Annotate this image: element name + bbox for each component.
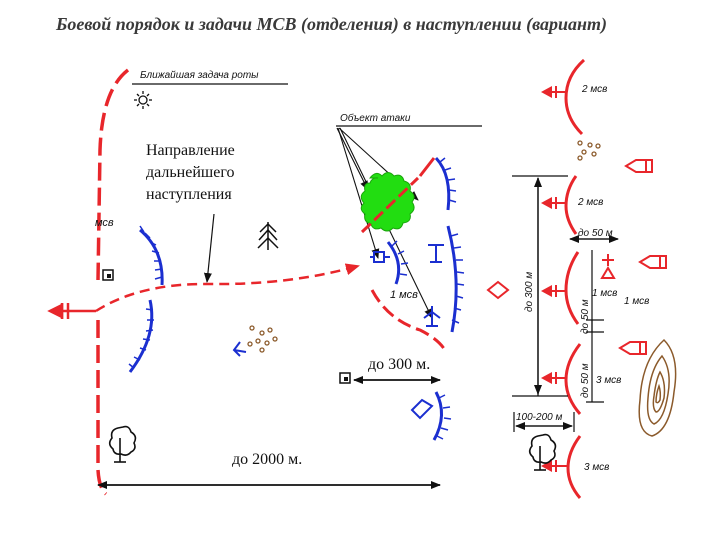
callout-line-3: наступления [146,186,232,203]
attack-direction-tip [418,157,436,177]
callout-line-2: дальнейшего [146,164,235,181]
msv2-label: 2 мсв [577,197,603,208]
callout-box: Направление дальнейшего наступления [140,132,296,214]
dist-50-vertical-measure-1 [586,250,604,333]
enemy-trench-center-mid [446,225,465,333]
attack-direction-line [360,176,420,234]
pine-tree-icon [257,222,279,250]
sun-landmark-icon [134,91,152,109]
enemy-tank-icon [410,398,434,420]
advance-direction-line [95,263,360,313]
terrain-dots-right [577,140,601,161]
nearest-task-label: Ближайшая задача роты [140,70,259,81]
enemy-gun-icon [423,306,441,327]
enemy-trench-left-upper [139,225,164,286]
do-50-vertical-label-2: до 50 м [580,363,591,398]
squad-bracket-1msv [541,251,580,325]
dist-50-vertical-measure-2 [586,319,604,403]
enemy-trench-center-left [386,240,409,285]
bmp-icon-3 [618,341,647,355]
squad-bracket-3msv-b [541,435,582,499]
width-100-200-measure [513,412,575,432]
bmp-icon-1 [624,159,653,173]
squad-bracket-2msv-top [541,58,586,136]
terrain-dots-left [247,325,278,353]
hill-contour-icon [638,338,677,437]
observation-post-icon [102,269,114,281]
commander-icon [600,254,616,279]
callout-pointer [203,213,215,283]
msv3-label-a: 3 мсв [596,375,621,386]
msv1-label-b: 1 мсв [624,296,649,307]
do-50-vertical-label-1: до 50 м [580,299,591,334]
page-title: Боевой порядок и задачи МСВ (отделения) … [56,14,607,34]
dist-300-vertical-measure [512,175,568,397]
squad-bracket-3msv-a [541,343,582,415]
enemy-trench-center-bottom [432,391,452,441]
msv1-line [370,289,448,353]
woods-icon [360,172,415,232]
msv1-label-a: 1 мсв [592,288,617,299]
enemy-trench-left-lower [128,299,154,373]
width-100-200-label: 100-200 м [516,412,562,423]
nearest-task-group: Ближайшая задача роты мсв [95,68,288,496]
msv3-label-b: 3 мсв [584,462,609,473]
squad-bracket-2msv [541,175,578,235]
bmp-icon-2 [638,255,667,269]
enemy-weapon-icon [232,341,247,357]
msv-left-label: мсв [95,217,114,229]
attack-object-label: Объект атаки [340,112,411,124]
msv-left-arrow [47,302,96,320]
friendly-diamond-icon [486,280,510,300]
deciduous-tree-icon [108,425,137,463]
enemy-bunker-icon [370,251,390,263]
do-50-top-label: до 50 м [578,228,613,239]
msv2-top-label: 2 мсв [581,84,607,95]
observation-post-icon-2 [339,372,351,384]
do-300-vertical-label: до 300 м [524,272,535,312]
msv1-label: 1 мсв [390,289,418,301]
company-line-lower [96,320,108,496]
enemy-weapon-t-icon [428,244,444,263]
callout-line-1: Направление [146,142,235,159]
company-line [96,68,130,281]
enemy-trench-center-top [434,156,457,211]
deciduous-tree-icon-right [528,433,557,471]
dist-2000-label: до 2000 м. [232,451,303,469]
dist-300-label: до 300 м. [368,356,431,374]
